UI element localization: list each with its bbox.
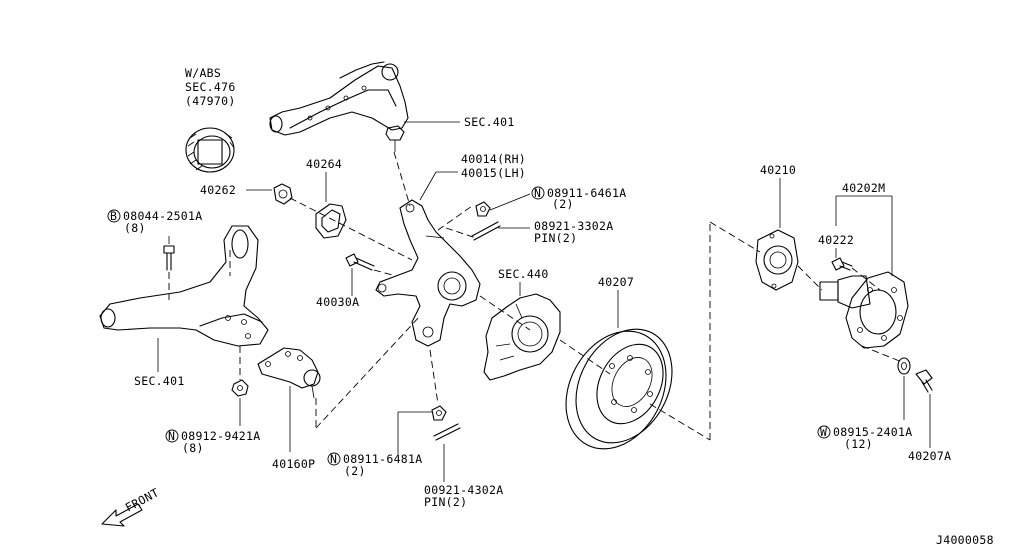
- label-08921-3302A: 08921-3302A: [534, 219, 613, 233]
- assembly-lines: [168, 151, 903, 441]
- nut-08911-6461A: [475, 201, 491, 217]
- label-40222: 40222: [818, 233, 854, 247]
- label-sec440: SEC.440: [498, 267, 549, 281]
- bolt-40030A: [345, 253, 375, 271]
- label-40160P: 40160P: [272, 457, 315, 471]
- nut-08912-9421A: [231, 379, 249, 397]
- steering-knuckle: [375, 199, 481, 347]
- bolt-08044-2501A: [163, 245, 175, 271]
- svg-text:W: W: [820, 425, 827, 439]
- label-40207: 40207: [598, 275, 634, 289]
- label-40210: 40210: [760, 163, 796, 177]
- label-08911-6461A-qty: (2): [552, 197, 574, 211]
- nut-marker-circle: [531, 186, 545, 200]
- label-40264: 40264: [306, 157, 342, 171]
- label-47970: (47970): [185, 94, 236, 108]
- label-pin2-upper: PIN(2): [534, 231, 577, 245]
- nut-08911-6481A: [431, 405, 447, 421]
- label-40030A: 40030A: [316, 295, 359, 309]
- label-sec401-lower: SEC.401: [134, 374, 185, 388]
- ball-joint-40160P: [257, 347, 321, 399]
- svg-text:N: N: [534, 186, 541, 200]
- part-40262: [273, 183, 293, 205]
- lower-control-arm: [99, 225, 269, 347]
- washer-marker: [817, 425, 831, 439]
- bolt-40207A: [915, 369, 933, 393]
- abs-sensor-ring: [185, 127, 235, 173]
- label-40262: 40262: [200, 183, 236, 197]
- svg-text:B: B: [110, 209, 117, 223]
- nut-08911-6481-marker: [327, 452, 341, 466]
- label-08044-qty: (8): [124, 221, 146, 235]
- upper-control-arm: [269, 61, 409, 152]
- label-pin2-lower: PIN(2): [424, 495, 467, 509]
- washer-08915: [897, 357, 911, 375]
- label-wabs: W/ABS: [185, 66, 221, 80]
- bolt-40222: [831, 257, 853, 271]
- label-40015: 40015(LH): [461, 166, 526, 180]
- label-08911-6481A: 08911-6481A: [343, 452, 422, 466]
- label-08911-6461A: 08911-6461A: [547, 186, 626, 200]
- svg-text:N: N: [168, 429, 175, 443]
- label-sec476: SEC.476: [185, 80, 236, 94]
- diagram-id: J4000058: [936, 533, 994, 547]
- label-40014: 40014(RH): [461, 152, 526, 166]
- bolt-marker-circle: [107, 209, 121, 223]
- dust-shield: [483, 293, 561, 381]
- part-40264-seal: [315, 203, 347, 239]
- front-arrow-icon: [101, 503, 143, 527]
- label-08911-6481A-qty: (2): [344, 464, 366, 478]
- brake-rotor: [565, 328, 673, 450]
- pin-08921-3302A: [471, 221, 501, 241]
- hub-40202M: [819, 271, 909, 349]
- pin-00921-4302A: [433, 423, 461, 441]
- label-08912-qty: (8): [182, 441, 204, 455]
- label-40202M: 40202M: [842, 181, 885, 195]
- nut-08912-marker: [165, 429, 179, 443]
- label-40207A: 40207A: [908, 449, 951, 463]
- label-08912-9421A: 08912-9421A: [181, 429, 260, 443]
- label-08915-qty: (12): [844, 437, 873, 451]
- svg-text:N: N: [330, 452, 337, 466]
- label-00921-4302A: 00921-4302A: [424, 483, 503, 497]
- label-sec401-upper: SEC.401: [464, 115, 515, 129]
- label-08044-2501A: 08044-2501A: [123, 209, 202, 223]
- bearing-40210: [755, 229, 799, 291]
- label-08915-2401A: 08915-2401A: [833, 425, 912, 439]
